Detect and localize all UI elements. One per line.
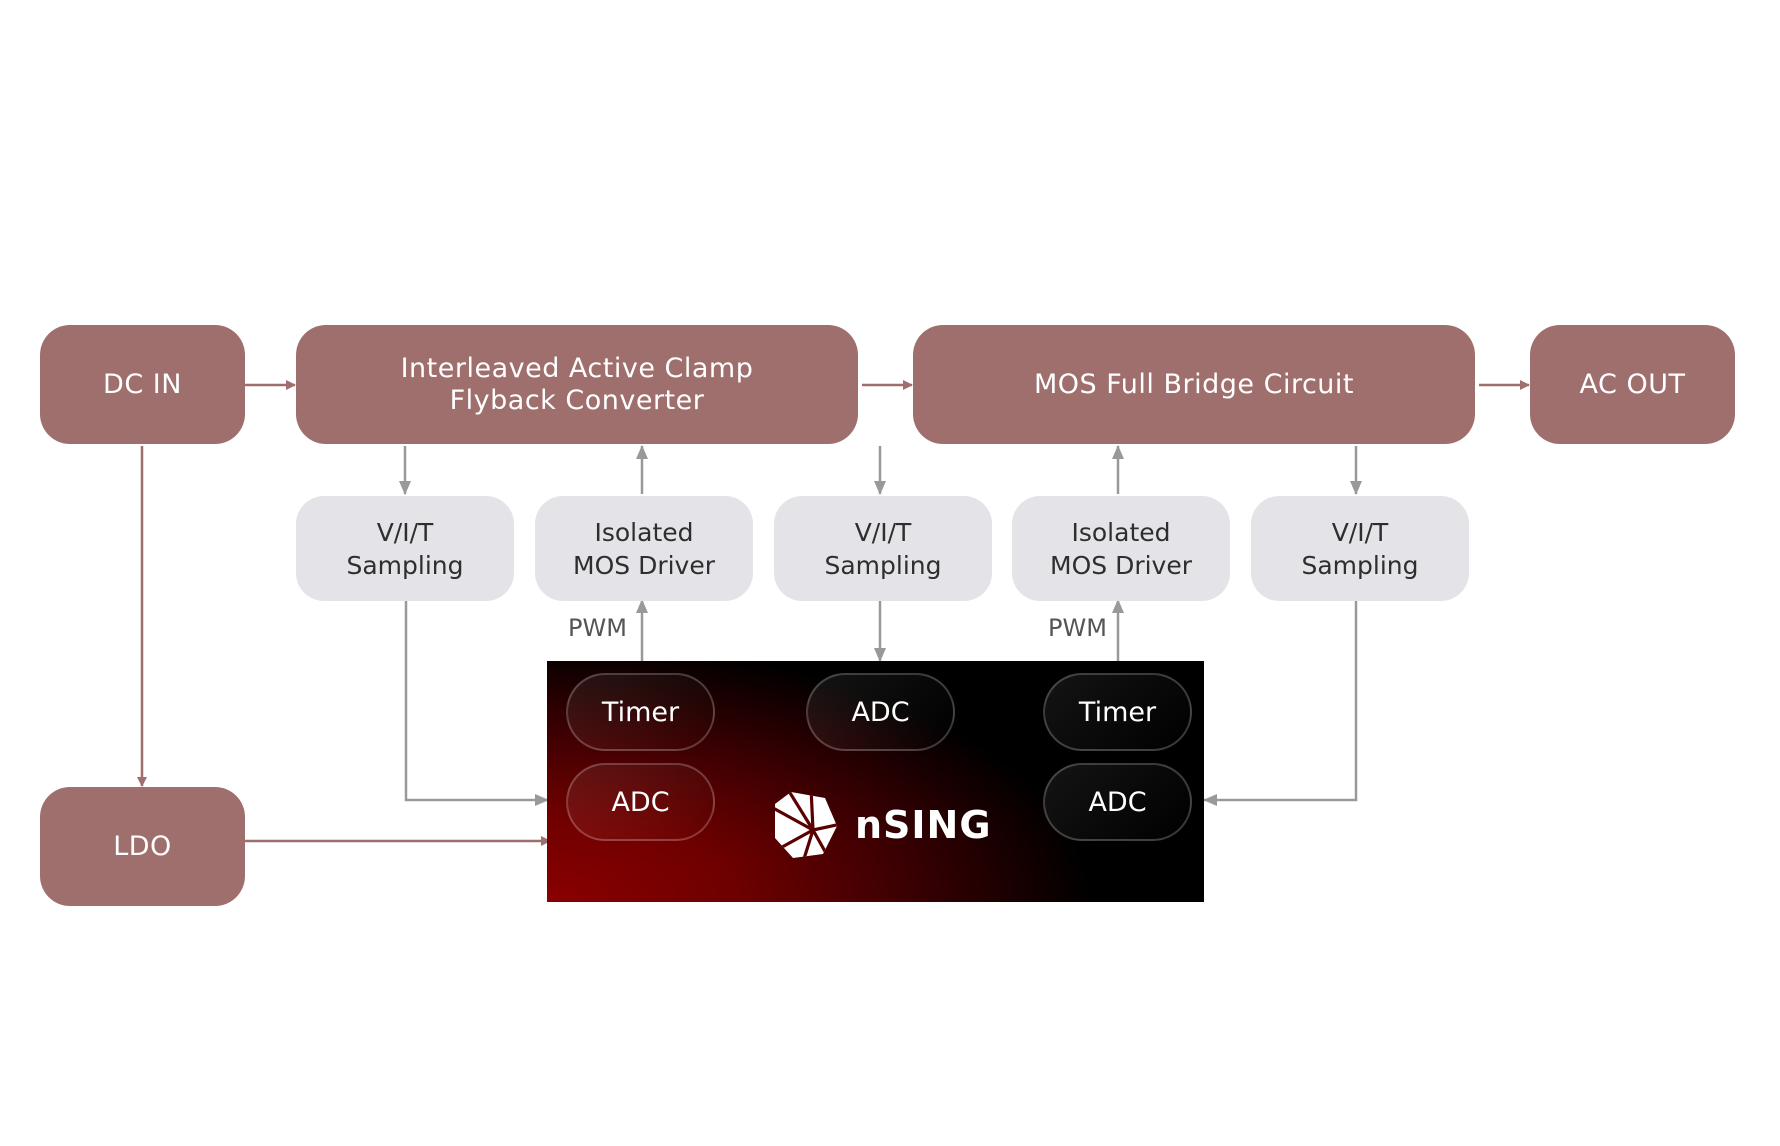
- nsing-brand-text: nSING: [855, 803, 992, 847]
- peripheral-timer-left: Timer: [566, 673, 715, 751]
- ac-out-label: AC OUT: [1579, 368, 1686, 400]
- nsing-logo: nSING: [773, 790, 992, 860]
- flyback-label-line1: Interleaved Active Clamp: [400, 352, 754, 384]
- ldo-label: LDO: [113, 830, 172, 862]
- sampling-3-line1: V/I/T: [1331, 517, 1389, 547]
- dc-in-label: DC IN: [103, 368, 182, 400]
- sampling-3-line2: Sampling: [1301, 550, 1419, 580]
- pwm-label-2: PWM: [1048, 614, 1107, 642]
- driver-1-line1: Isolated: [594, 517, 694, 547]
- dc-in-block: DC IN: [40, 325, 245, 444]
- arrow-sampling-1-to-mcu: [404, 600, 549, 806]
- ldo-block: LDO: [40, 787, 245, 906]
- peripheral-timer-right: Timer: [1043, 673, 1192, 751]
- arrow-sampling-3-to-mcu: [1203, 600, 1358, 806]
- peripheral-adc-right: ADC: [1043, 763, 1192, 841]
- driver-2-line2: MOS Driver: [1050, 550, 1192, 580]
- ac-out-block: AC OUT: [1530, 325, 1735, 444]
- sampling-2-line2: Sampling: [824, 550, 942, 580]
- peripheral-adc-left: ADC: [566, 763, 715, 841]
- pwm-label-1: PWM: [568, 614, 627, 642]
- sampling-1-line1: V/I/T: [376, 517, 434, 547]
- sampling-2-line1: V/I/T: [854, 517, 912, 547]
- driver-1-line2: MOS Driver: [573, 550, 715, 580]
- flyback-label-line2: Flyback Converter: [449, 384, 705, 416]
- nsing-logo-icon: [775, 792, 837, 858]
- peripheral-adc-middle: ADC: [806, 673, 955, 751]
- flyback-converter-block: Interleaved Active Clamp Flyback Convert…: [296, 325, 858, 444]
- mos-full-bridge-block: MOS Full Bridge Circuit: [913, 325, 1475, 444]
- driver-2-line1: Isolated: [1071, 517, 1171, 547]
- nsing-mcu-block: [547, 661, 1204, 902]
- bridge-label: MOS Full Bridge Circuit: [1033, 368, 1355, 400]
- sampling-1-line2: Sampling: [346, 550, 464, 580]
